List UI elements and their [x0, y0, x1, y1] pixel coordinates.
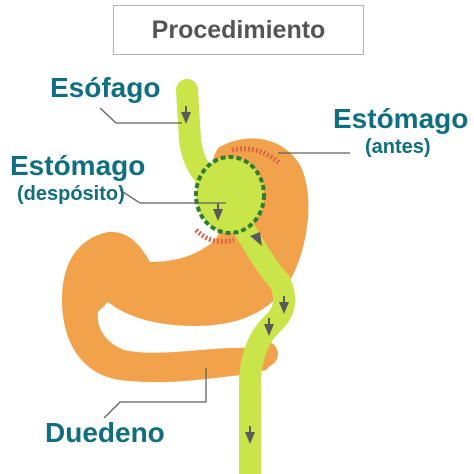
- flow-arrow-icon: [185, 106, 187, 114]
- label-estomago-deposito-line1: Estómago: [10, 150, 145, 181]
- staple-lines: [194, 146, 282, 245]
- leader-duodeno: [103, 368, 207, 419]
- flow-arrow-icon: [268, 318, 270, 326]
- label-duodeno: Duedeno: [45, 417, 165, 448]
- leader-estomago-deposito: [119, 189, 226, 204]
- flow-arrow-icon: [213, 209, 223, 221]
- staple-line-top: [231, 146, 282, 166]
- label-esofago: Esófago: [50, 72, 160, 103]
- staple-line-bottom: [194, 228, 235, 245]
- label-estomago-antes-line2: (antes): [365, 136, 431, 158]
- flow-arrow-icon: [264, 324, 274, 336]
- label-estomago-antes-line1: Estómago: [333, 103, 468, 134]
- stomach-pouch: [194, 155, 266, 235]
- flow-arrows: [181, 106, 289, 444]
- flow-arrow-icon: [279, 302, 289, 314]
- flow-arrow-icon: [245, 432, 255, 444]
- flow-arrow-icon: [181, 112, 191, 124]
- label-estomago-deposito-line2: (despósito): [17, 183, 125, 205]
- flow-arrow-icon: [250, 232, 262, 246]
- title-box: Procedimiento: [113, 5, 364, 55]
- leader-esofago: [99, 107, 182, 124]
- flow-arrow-icon: [249, 426, 251, 434]
- flow-arrow-icon: [283, 296, 285, 304]
- leader-lines: [99, 107, 350, 419]
- diagram-title: Procedimiento: [151, 15, 326, 44]
- flow-arrow-icon: [217, 203, 219, 211]
